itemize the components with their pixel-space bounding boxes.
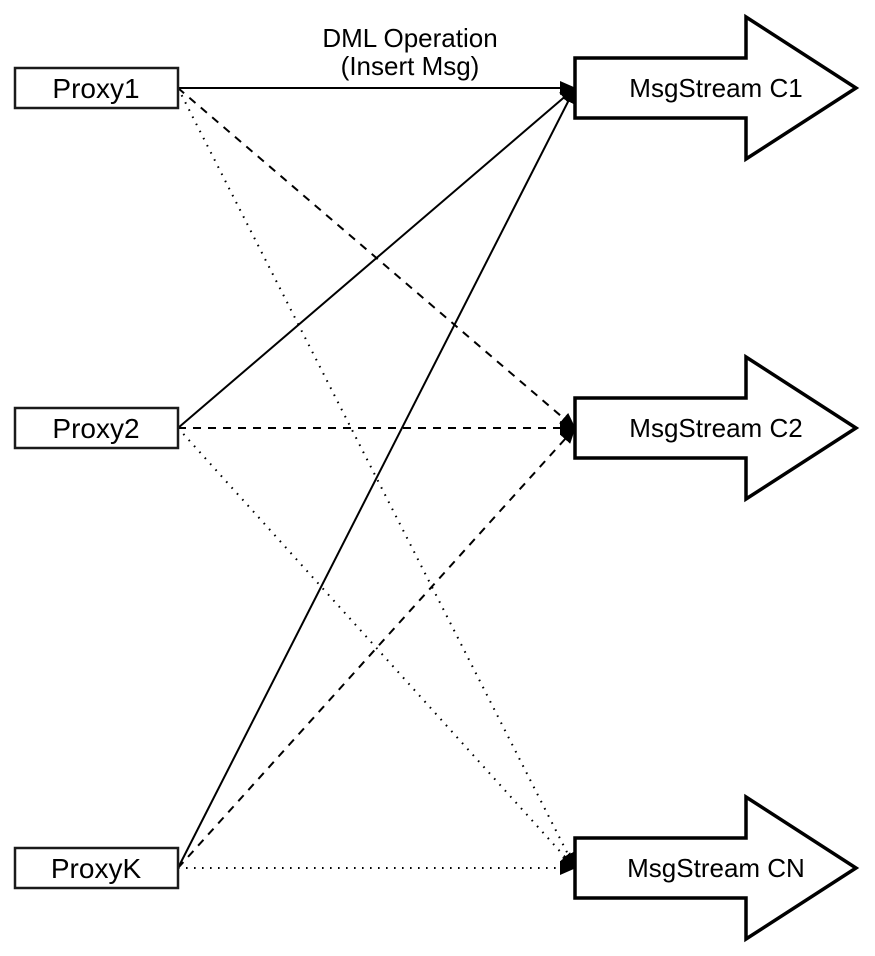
proxyk-label: ProxyK	[51, 853, 142, 884]
connection-proxy1-cn	[177, 87, 576, 869]
block-arrow-shape	[573, 353, 860, 503]
proxyk-box	[13, 846, 180, 890]
block-arrow-msgstream-c1: MsgStream C1	[573, 13, 860, 163]
proxy2-box	[13, 406, 180, 450]
connection-proxy2-c1	[177, 87, 576, 429]
connection-proxyk-c1	[177, 87, 576, 869]
connection-proxy2-cn	[177, 427, 576, 869]
edge-label-line1: DML Operation	[322, 23, 497, 53]
block-arrow-shape	[573, 13, 860, 163]
stream-label-c1: MsgStream C1	[629, 73, 802, 103]
proxy1-node: Proxy1	[13, 66, 180, 110]
proxy1-label: Proxy1	[52, 73, 139, 104]
connections	[177, 81, 576, 875]
block-arrow-msgstream-c2: MsgStream C2	[573, 353, 860, 503]
block-arrow-msgstream-cn: MsgStream CN	[573, 793, 860, 943]
proxy2-node: Proxy2	[13, 406, 180, 450]
proxy1-box	[13, 66, 180, 110]
stream-label-c2: MsgStream C2	[629, 413, 802, 443]
edge-label: DML Operation (Insert Msg)	[322, 23, 497, 81]
stream-label-cn: MsgStream CN	[627, 853, 805, 883]
proxy2-label: Proxy2	[52, 413, 139, 444]
block-arrow-shape	[573, 793, 860, 943]
edge-label-line2: (Insert Msg)	[341, 51, 480, 81]
proxyk-node: ProxyK	[13, 846, 180, 890]
